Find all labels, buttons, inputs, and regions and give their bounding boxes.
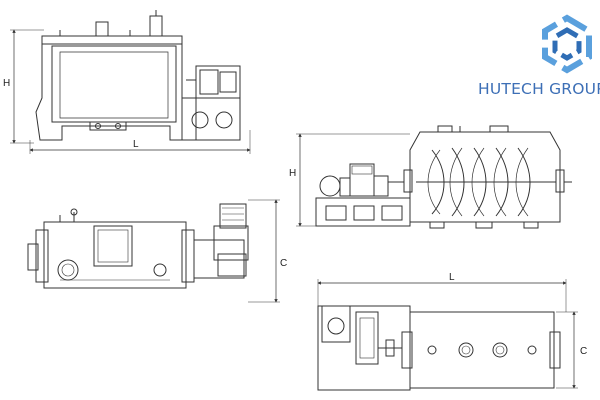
width-label-right: C	[580, 346, 587, 357]
hutech-logo-icon	[542, 14, 592, 74]
top-view-right	[317, 279, 578, 391]
length-label-left: L	[133, 139, 139, 150]
brand-name: HUTECH GROUP	[478, 80, 600, 98]
length-label-right: L	[449, 272, 455, 283]
height-label-left: H	[3, 78, 10, 89]
height-label-right: H	[289, 168, 296, 179]
top-view-left	[27, 199, 280, 303]
front-view-right	[296, 125, 572, 229]
width-label-left: C	[280, 258, 287, 269]
front-view-left	[10, 10, 251, 154]
